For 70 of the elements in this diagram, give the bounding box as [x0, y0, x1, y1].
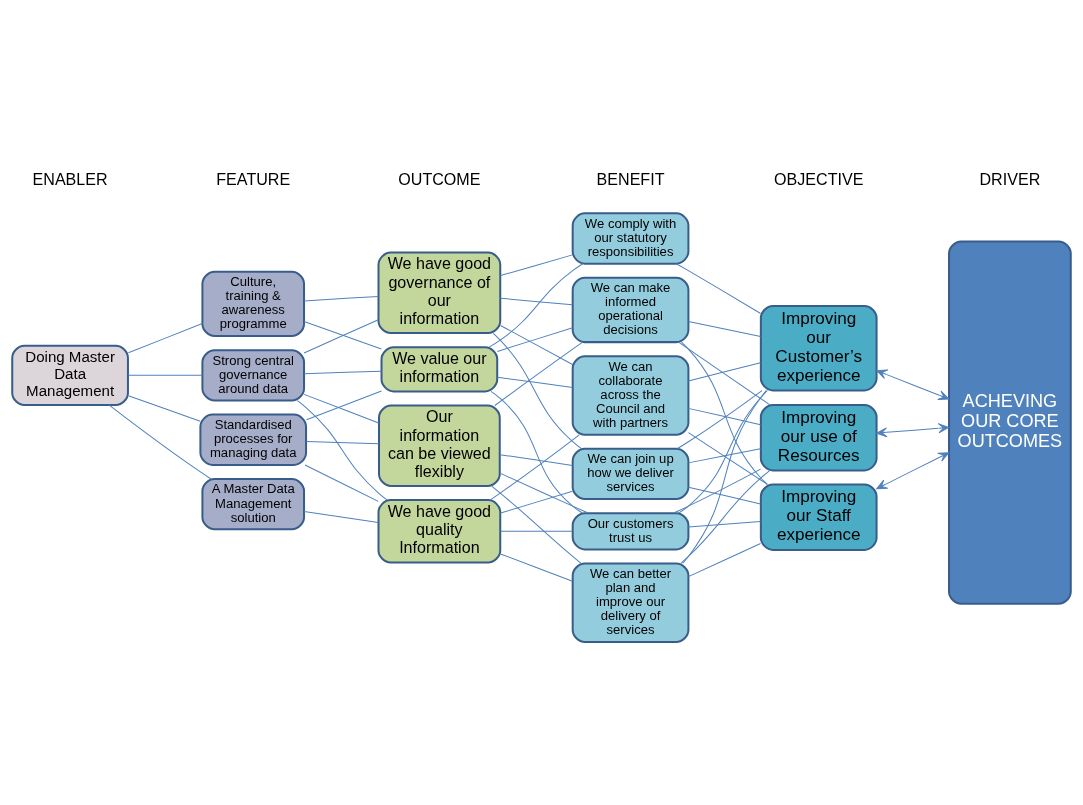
- connector: [303, 370, 382, 375]
- node-box: Improving our Customer’s experience: [759, 304, 878, 392]
- node-box: Standardised processes for managing data: [199, 413, 308, 466]
- connector: [490, 390, 583, 514]
- label: BENEFIT: [596, 169, 665, 188]
- connector: [496, 376, 574, 389]
- connector: [306, 440, 380, 445]
- connector: [489, 434, 580, 501]
- node-box: ACHEVING OUR CORE OUTCOMES: [948, 240, 1072, 605]
- connector: [680, 341, 768, 485]
- connector: [500, 490, 573, 514]
- connector: [492, 332, 582, 450]
- node-box: Improving our use of Resources: [759, 404, 878, 472]
- connector: [488, 263, 584, 348]
- label: DRIVER: [979, 169, 1041, 188]
- connector: [304, 464, 379, 502]
- connector: [127, 374, 203, 376]
- connector: [500, 530, 573, 532]
- arrow: [876, 369, 950, 400]
- label: FEATURE: [216, 169, 291, 188]
- connector: [303, 295, 379, 302]
- connector: [673, 468, 762, 514]
- connector: [296, 400, 388, 501]
- connector: [491, 485, 582, 564]
- connector: [687, 486, 762, 505]
- node-box: We have good governance of our information: [377, 251, 502, 335]
- node-box: Improving our Staff experience: [759, 483, 878, 551]
- connector: [682, 390, 767, 564]
- connector: [499, 472, 589, 514]
- connector: [687, 432, 768, 485]
- node-box: We value our information: [380, 346, 499, 393]
- connector: [108, 404, 212, 480]
- node-box: We comply with our statutory responsibilities: [571, 212, 690, 265]
- label: OUTCOME: [398, 169, 481, 188]
- node-box: Our customers trust us: [571, 512, 690, 551]
- node-box: We can better plan and improve our delivery of services: [571, 562, 690, 643]
- connector: [500, 553, 573, 582]
- connector: [127, 395, 201, 422]
- node-box: Doing Master Data Management: [11, 344, 129, 407]
- node-box: Strong central governance around data: [201, 349, 306, 402]
- connector: [303, 510, 379, 523]
- node-box: We have good quality Information: [377, 499, 502, 564]
- label: OBJECTIVE: [774, 169, 864, 188]
- connector: [687, 448, 762, 464]
- connector: [499, 454, 573, 466]
- connector: [687, 407, 762, 426]
- connector: [675, 263, 762, 315]
- label: ENABLER: [32, 169, 108, 188]
- connector: [687, 321, 762, 337]
- node-box: Our information can be viewed flexibly: [378, 404, 501, 487]
- node-box: Culture, training & awareness programme: [201, 270, 306, 338]
- arrow: [876, 452, 950, 490]
- connector: [687, 362, 762, 382]
- node-box: We can make informed operational decisions: [571, 276, 690, 344]
- connector: [678, 341, 771, 406]
- connector: [500, 324, 573, 365]
- connector: [687, 542, 762, 578]
- connector: [687, 521, 762, 528]
- connector: [500, 254, 573, 277]
- connector: [496, 327, 574, 352]
- connector: [680, 470, 771, 564]
- node-box: We can join up how we deliver services: [571, 447, 690, 501]
- connector: [500, 297, 573, 306]
- connector: [676, 390, 763, 450]
- connector: [127, 323, 203, 354]
- connector: [494, 341, 584, 406]
- node-box: A Master Data Management solution: [201, 477, 306, 531]
- arrow: [876, 423, 950, 438]
- connector: [678, 389, 768, 514]
- node-box: We can collaborate across the Council and with partners: [571, 355, 690, 436]
